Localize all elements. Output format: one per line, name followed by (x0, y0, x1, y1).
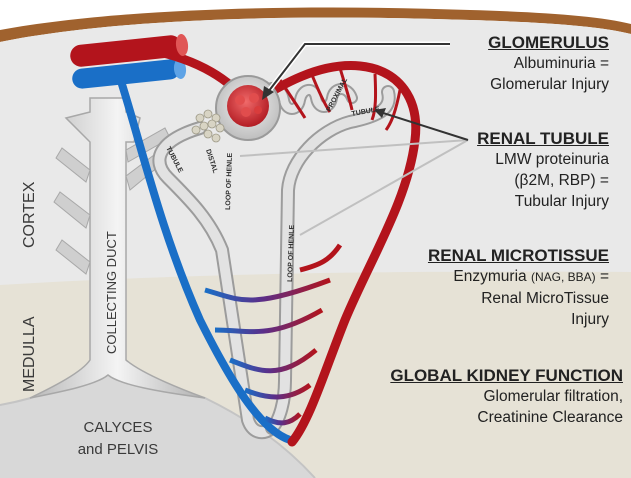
renal-microtissue-panel: RENAL MICROTISSUE Enzymuria (NAG, BBA) =… (428, 245, 609, 330)
renal-microtissue-heading: RENAL MICROTISSUE (428, 245, 609, 266)
renal-microtissue-line3: Injury (428, 309, 609, 330)
glomerulus-line1: Albuminuria = (488, 53, 609, 74)
renal-tubule-heading: RENAL TUBULE (477, 128, 609, 149)
collecting-duct-label: COLLECTING DUCT (104, 231, 119, 354)
cortex-label: CORTEX (21, 181, 38, 248)
renal-tubule-line2: (β2M, RBP) = (477, 170, 609, 191)
renal-tubule-panel: RENAL TUBULE LMW proteinuria (β2M, RBP) … (477, 128, 609, 212)
renal-tubule-line1: LMW proteinuria (477, 149, 609, 170)
enzymuria-text: Enzymuria (453, 268, 531, 285)
renal-microtissue-line1: Enzymuria (NAG, BBA) = (428, 266, 609, 288)
renal-tubule-line3: Tubular Injury (477, 191, 609, 212)
glomerulus-line2: Glomerular Injury (488, 74, 609, 95)
enzymuria-markers: (NAG, BBA) (531, 270, 596, 284)
renal-microtissue-line2: Renal MicroTissue (428, 288, 609, 309)
glomerulus-heading: GLOMERULUS (488, 32, 609, 53)
global-kidney-function-heading: GLOBAL KIDNEY FUNCTION (390, 365, 623, 386)
global-kidney-function-panel: GLOBAL KIDNEY FUNCTION Glomerular filtra… (390, 365, 623, 428)
enzymuria-equals: = (596, 268, 609, 285)
medulla-label: MEDULLA (21, 316, 38, 392)
glomerulus-panel: GLOMERULUS Albuminuria = Glomerular Inju… (488, 32, 609, 95)
global-kidney-function-line2: Creatinine Clearance (390, 407, 623, 428)
global-kidney-function-line1: Glomerular filtration, (390, 386, 623, 407)
calyces-label: CALYCES (84, 419, 153, 436)
pelvis-label: and PELVIS (78, 441, 159, 458)
